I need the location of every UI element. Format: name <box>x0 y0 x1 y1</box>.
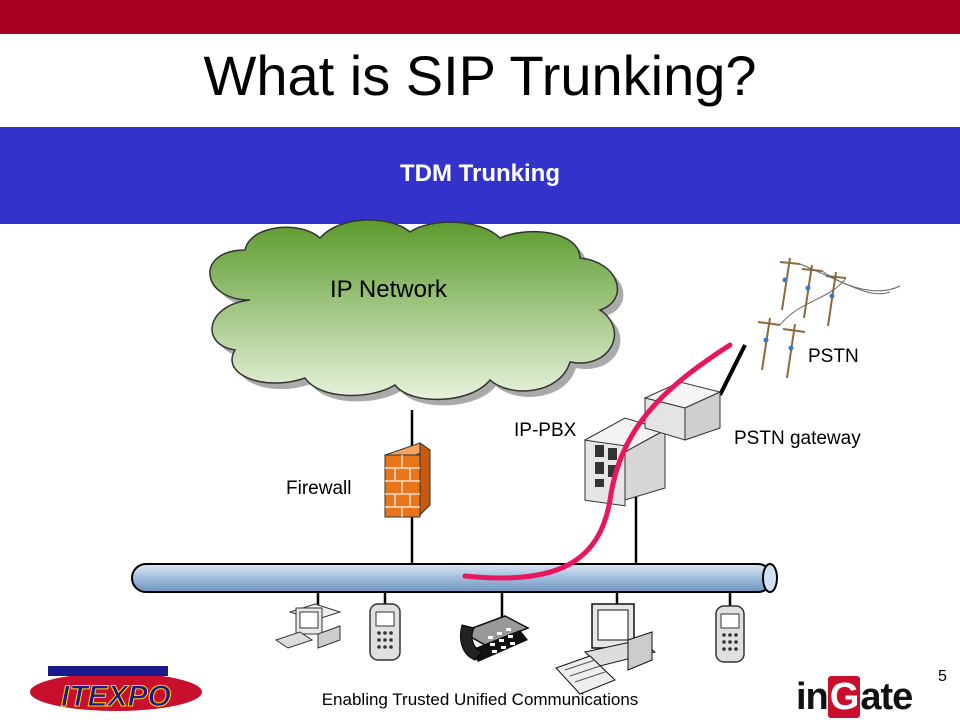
tdm-call-path <box>462 342 733 581</box>
ip-pbx-server-icon <box>583 417 667 507</box>
ip-network-label: IP Network <box>330 276 447 303</box>
pstn-label: PSTN <box>808 346 859 367</box>
pc-large-icon <box>555 603 657 695</box>
footer-tagline: Enabling Trusted Unified Communications <box>321 690 639 709</box>
mobile-phone-icon <box>715 605 745 663</box>
pstn-gateway-label: PSTN gateway <box>734 428 861 449</box>
ip-pbx-label: IP-PBX <box>514 420 577 441</box>
mobile-phone-icon <box>369 603 401 661</box>
firewall-icon <box>383 442 432 518</box>
ip-network-cloud <box>209 219 624 406</box>
pc-small-icon <box>274 603 342 649</box>
desk-phone-icon <box>460 615 530 662</box>
slide-title: What is SIP Trunking? <box>203 44 757 107</box>
page-number: 5 <box>938 668 947 685</box>
ingate-logo: inGate <box>796 676 913 718</box>
itexpo-logo: ITEXPO <box>28 664 203 717</box>
top-accent-bar <box>0 0 960 34</box>
itexpo-logo-text: ITEXPO <box>61 680 171 712</box>
section-band <box>0 127 960 224</box>
lan-backbone <box>131 563 778 593</box>
pstn-gateway-icon <box>643 381 722 441</box>
firewall-label: Firewall <box>286 478 352 499</box>
section-band-label: TDM Trunking <box>400 160 560 187</box>
gateway-to-pstn-line <box>718 344 747 396</box>
pstn-telephone-poles-icon <box>757 257 901 379</box>
